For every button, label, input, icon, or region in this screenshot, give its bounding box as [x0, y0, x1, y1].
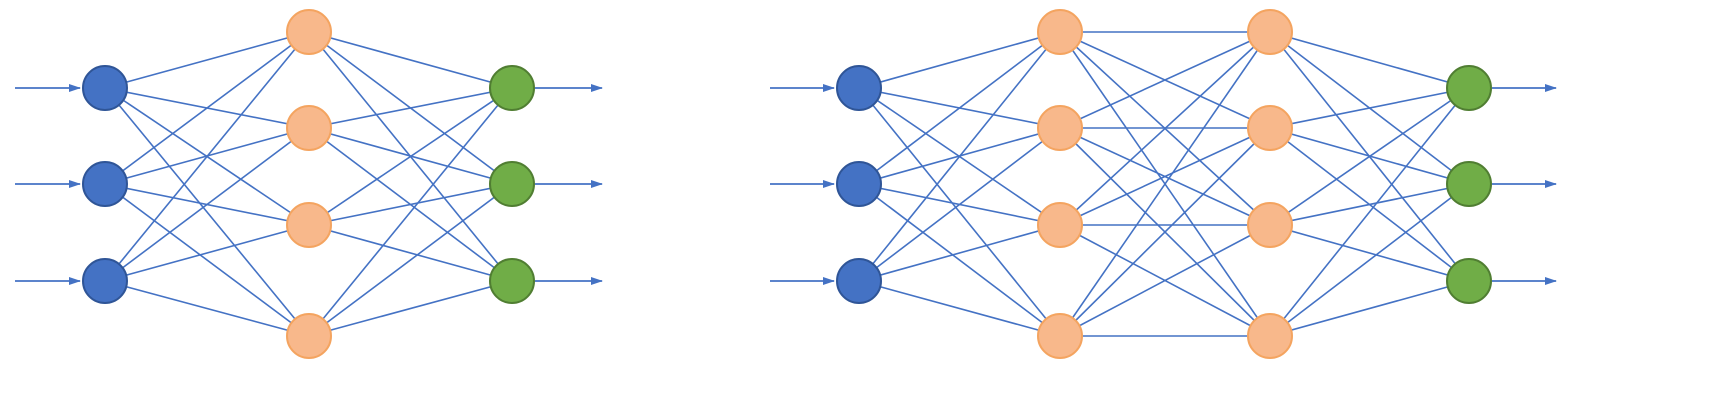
connection-edge-l0-n1-to-n3 — [858, 183, 1061, 337]
input-node-layer1-3 — [836, 258, 882, 304]
connection-edge-l0-n2-to-n2 — [858, 224, 1061, 282]
output-node-layer3-2 — [489, 161, 535, 207]
connection-edge-l1-n1-to-n0 — [308, 87, 513, 129]
connection-edge-l0-n2-to-n1 — [104, 127, 310, 282]
network-single-hidden-layer — [15, 9, 603, 359]
hidden-node-layer2-2 — [1037, 105, 1083, 151]
hidden-node-layer2-3 — [286, 202, 332, 248]
hidden-node-layer2-2 — [286, 105, 332, 151]
connection-edge-l2-n2-to-n0 — [1269, 87, 1470, 226]
connection-edge-l1-n3-to-n1 — [308, 183, 513, 337]
hidden-node-layer3-2 — [1247, 105, 1293, 151]
input-node-layer1-2 — [836, 161, 882, 207]
input-node-layer1-3 — [82, 258, 128, 304]
connection-edge-l0-n2-to-n0 — [858, 31, 1061, 282]
connection-edge-l1-n3-to-n0 — [1059, 31, 1271, 337]
network-two-hidden-layers — [770, 9, 1557, 359]
connection-edge-l1-n2-to-n0 — [1059, 31, 1271, 226]
connection-edge-l0-n2-to-n1 — [858, 127, 1061, 282]
connection-edge-l1-n2-to-n2 — [308, 224, 513, 282]
hidden-node-layer3-3 — [1247, 202, 1293, 248]
connection-edge-l0-n1-to-n0 — [858, 31, 1061, 185]
output-node-layer4-1 — [1446, 65, 1492, 111]
connection-edge-l2-n0-to-n0 — [1269, 31, 1470, 89]
hidden-node-layer2-4 — [286, 313, 332, 359]
connection-edge-l2-n1-to-n0 — [1269, 87, 1470, 129]
connection-edge-l1-n3-to-n1 — [1059, 127, 1271, 337]
output-node-layer4-2 — [1446, 161, 1492, 207]
connection-edge-l2-n2-to-n1 — [1269, 183, 1470, 226]
hidden-node-layer2-4 — [1037, 313, 1083, 359]
input-node-layer1-1 — [82, 65, 128, 111]
hidden-node-layer2-3 — [1037, 202, 1083, 248]
input-node-layer1-1 — [836, 65, 882, 111]
connection-edge-l1-n0-to-n0 — [308, 31, 513, 89]
connection-edge-l1-n3-to-n2 — [308, 280, 513, 337]
connection-edge-l0-n0-to-n0 — [104, 31, 310, 89]
connection-edge-l0-n0-to-n3 — [104, 87, 310, 337]
hidden-node-layer2-1 — [1037, 9, 1083, 55]
connection-edge-l1-n3-to-n2 — [1059, 224, 1271, 337]
connection-edge-l1-n2-to-n1 — [1059, 127, 1271, 226]
connection-edge-l0-n2-to-n2 — [104, 224, 310, 282]
connection-edge-l2-n3-to-n1 — [1269, 183, 1470, 337]
hidden-node-layer3-1 — [1247, 9, 1293, 55]
output-node-layer3-3 — [489, 258, 535, 304]
connections — [104, 31, 513, 337]
connection-edge-l0-n2-to-n3 — [104, 280, 310, 337]
connection-edge-l0-n2-to-n3 — [858, 280, 1061, 337]
connection-edge-l2-n2-to-n2 — [1269, 224, 1470, 282]
connection-edge-l1-n2-to-n1 — [308, 183, 513, 226]
hidden-node-layer2-1 — [286, 9, 332, 55]
connections — [858, 31, 1470, 337]
connection-edge-l0-n0-to-n0 — [858, 31, 1061, 89]
connection-edge-l2-n3-to-n0 — [1269, 87, 1470, 337]
connection-edge-l0-n1-to-n3 — [104, 183, 310, 337]
connection-edge-l0-n0-to-n3 — [858, 87, 1061, 337]
connection-edge-l0-n2-to-n0 — [104, 31, 310, 282]
hidden-node-layer3-4 — [1247, 313, 1293, 359]
connection-edge-l1-n3-to-n0 — [308, 87, 513, 337]
output-node-layer3-1 — [489, 65, 535, 111]
output-node-layer4-3 — [1446, 258, 1492, 304]
input-node-layer1-2 — [82, 161, 128, 207]
connection-edge-l2-n3-to-n2 — [1269, 280, 1470, 337]
connection-edge-l1-n2-to-n0 — [308, 87, 513, 226]
connection-edge-l1-n1-to-n0 — [1059, 31, 1271, 129]
connection-edge-l0-n1-to-n0 — [104, 31, 310, 185]
